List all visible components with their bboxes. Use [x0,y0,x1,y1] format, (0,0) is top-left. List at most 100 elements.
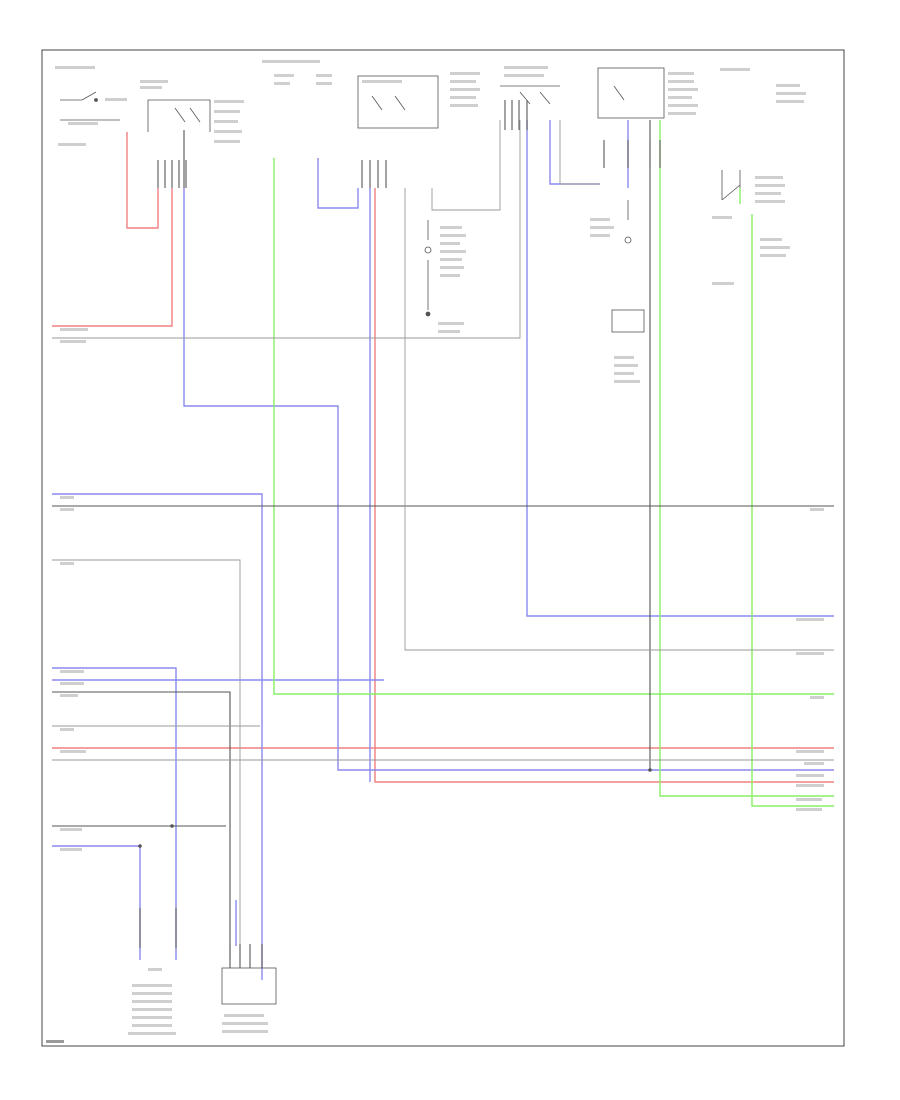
ground-label-2 [438,330,460,333]
lamp-label-3 [440,242,460,245]
fuse-label-2b [316,82,332,85]
module-1-note-4 [214,130,242,133]
module-1-note-2 [214,110,240,113]
left-label-8 [60,694,78,697]
switch-right-label-6 [668,112,696,115]
lamp-label-7 [440,274,460,277]
bottom-left-label-2 [132,984,172,987]
bottom-left-label-3 [132,992,172,995]
right-label-9 [796,798,822,801]
right-label-2 [796,618,824,621]
lamp-component [424,220,432,317]
ignition-switch [60,91,120,121]
connector-pins-4 [603,140,661,168]
far-right-sw-label [755,176,783,179]
fuse-label-1b [274,82,290,85]
relay-side-label-2 [450,80,476,83]
ignition-pos-label-2 [68,122,98,125]
bottom-left-label [148,968,162,971]
sensor-label-2 [590,226,614,229]
right-label-3 [796,652,824,655]
blue-wire-signal [52,120,834,980]
left-label-5 [60,562,74,565]
control-module-1 [147,99,211,132]
left-label-7 [60,682,84,685]
ignition-pos-label [105,98,127,101]
sensor-component [611,200,645,333]
far-right-sw-label-5 [712,216,732,219]
lamp-label [440,226,462,229]
black-wires [52,120,834,960]
far-right-label-2 [776,84,800,87]
left-label-1 [60,328,88,331]
bottom-left-label-4 [132,1000,172,1003]
bottom-left-label-6 [132,1016,172,1019]
red-wire-power [52,132,834,783]
bottom-left-label-7 [132,1024,172,1027]
fuse-label-2 [316,74,332,77]
relay-side-label-5 [450,104,478,107]
module-1-label-2 [140,86,162,89]
far-right-sw-label-6 [760,238,782,241]
connector-pins-1 [157,160,187,188]
left-label-3 [60,496,74,499]
far-right-label [720,68,750,71]
sensor-label-7 [614,380,640,383]
module-1-label [140,80,168,83]
far-right-label-4 [776,100,804,103]
connector-label [504,66,548,69]
sensor-label [590,218,610,221]
right-label-8 [796,784,824,787]
relay-side-label [450,72,480,75]
far-right-sw-label-8 [760,254,786,257]
left-label-2 [60,340,86,343]
switch-right-label-4 [668,96,692,99]
far-right-sw-label-4 [755,200,785,203]
lamp-label-2 [440,234,466,237]
module-1-note-3 [214,120,238,123]
switch-module-right [597,67,665,119]
splice-dot [138,844,142,848]
lamp-label-5 [440,258,462,261]
far-right-sw-label-7 [760,246,790,249]
left-label-12 [60,848,82,851]
fuse-label-1 [274,74,294,77]
splice-dot [170,824,174,828]
connector-block-top [500,85,560,105]
bottom-left-label-5 [132,1008,172,1011]
ignition-label [55,66,95,69]
connector-pins-6 [229,944,263,968]
connector-label-2 [504,74,544,77]
left-label-10 [60,750,86,753]
module-1-note [214,100,244,103]
left-label-9 [60,728,74,731]
bottom-connector-box [221,967,277,1005]
far-right-sw-label-2 [755,184,785,187]
switch-right-label [668,72,694,75]
ignition-bottom-label [58,143,86,146]
ground-label [438,322,464,325]
switch-right-label-5 [668,104,698,107]
sensor-label-3 [590,234,610,237]
switch-right-label-2 [668,80,694,83]
relay-box [357,75,439,129]
footer-tag [46,1040,64,1043]
far-right-sw-label-3 [755,192,781,195]
switch-right-label-3 [668,88,698,91]
green-wire-ground [273,120,834,807]
bottom-right-label [224,1014,264,1017]
lamp-label-6 [440,266,464,269]
right-label-5 [796,750,824,753]
right-label-1 [810,508,824,511]
left-label-4 [60,508,74,511]
left-label-11 [60,828,82,831]
far-right-sw-label-9 [712,282,734,285]
far-right-switch [721,170,741,201]
right-label-7 [796,774,824,777]
splice-dot [648,768,652,772]
relay-label [362,80,402,83]
connector-pins-2 [361,160,387,188]
sensor-label-6 [614,372,634,375]
bottom-right-label-3 [222,1030,268,1033]
